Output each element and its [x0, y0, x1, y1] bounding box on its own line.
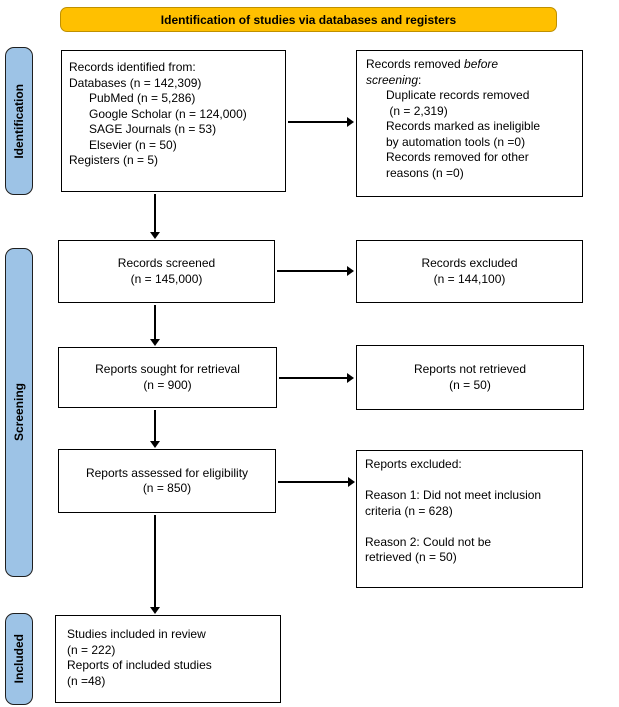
box-reports-sought-line: Reports sought for retrieval	[95, 362, 240, 376]
box-reports-assessed-line: Reports assessed for eligibility	[85, 465, 249, 480]
box-records-screened: Records screened (n = 145,000)	[58, 240, 275, 303]
box-records-excluded-line: Records excluded	[421, 256, 518, 270]
box-records-removed-line: by automation tools (n =0)	[386, 134, 526, 149]
box-reports-excluded-line: Reports excluded:	[365, 457, 462, 471]
box-reports-not-retrieved-count: (n = 50)	[449, 377, 491, 392]
arrow-screened-to-excluded	[277, 266, 354, 276]
stage-label-included: Included	[5, 613, 33, 705]
arrow-identified-to-removed	[288, 117, 354, 127]
arrow-assessed-to-included	[150, 515, 160, 614]
box-records-identified-line: Records identified from:	[69, 60, 196, 74]
box-records-removed-line: (n = 2,319)	[386, 103, 448, 118]
box-records-identified-line: PubMed (n = 5,286)	[89, 91, 196, 105]
box-records-identified-line: Elsevier (n = 50)	[89, 137, 177, 152]
arrow-assessed-to-reports-excluded	[278, 477, 355, 487]
box-records-excluded-count: (n = 144,100)	[433, 271, 506, 286]
records-removed-italic: screening	[366, 72, 419, 87]
banner: Identification of studies via databases …	[60, 7, 557, 32]
box-studies-included-count: (n = 222)	[67, 642, 116, 657]
box-records-removed-title-line1: Records removed before	[366, 57, 577, 73]
box-records-screened-count: (n = 145,000)	[130, 271, 203, 286]
box-records-identified: Records identified from: Databases (n = …	[61, 50, 286, 192]
box-records-screened-line: Records screened	[117, 256, 216, 270]
records-removed-text: :	[418, 72, 422, 87]
box-records-identified-line: SAGE Journals (n = 53)	[89, 122, 217, 136]
box-records-removed-line: reasons (n =0)	[386, 165, 464, 180]
box-reports-excluded-line	[365, 519, 577, 535]
box-reports-sought: Reports sought for retrieval (n = 900)	[58, 347, 277, 408]
box-records-removed-title-line2: screening:	[366, 73, 577, 89]
box-studies-included-count: (n =48)	[67, 673, 106, 688]
box-studies-included: Studies included in review (n = 222) Rep…	[55, 615, 281, 703]
box-reports-assessed-count: (n = 850)	[142, 481, 192, 495]
box-reports-assessed: Reports assessed for eligibility (n = 85…	[58, 449, 276, 513]
box-reports-excluded-line	[365, 473, 577, 489]
box-studies-included-line: Reports of included studies	[67, 658, 212, 672]
stage-label-identification: Identification	[5, 47, 33, 195]
box-records-identified-line: Databases (n = 142,309)	[69, 75, 202, 90]
box-records-excluded: Records excluded (n = 144,100)	[356, 240, 583, 303]
box-records-identified-line: Google Scholar (n = 124,000)	[89, 106, 247, 121]
box-records-removed-line: Records marked as ineligible	[386, 119, 541, 133]
box-records-removed-line: Records removed for other	[386, 150, 529, 164]
box-reports-excluded-line: Reason 1: Did not meet inclusion	[365, 488, 542, 502]
stage-label-screening-text: Screening	[12, 383, 26, 442]
box-reports-excluded-line: retrieved (n = 50)	[365, 550, 457, 564]
box-reports-not-retrieved: Reports not retrieved (n = 50)	[356, 345, 584, 410]
box-reports-excluded: Reports excluded: Reason 1: Did not meet…	[356, 450, 583, 588]
banner-title: Identification of studies via databases …	[160, 12, 457, 27]
records-removed-text: Records removed	[366, 57, 465, 71]
arrow-sought-to-not-retrieved	[279, 373, 354, 383]
box-reports-sought-count: (n = 900)	[143, 377, 192, 392]
arrow-sought-to-assessed	[150, 410, 160, 448]
stage-label-screening: Screening	[5, 248, 33, 577]
box-records-removed-line: Duplicate records removed	[386, 88, 530, 102]
box-reports-excluded-line: Reason 2: Could not be	[365, 534, 492, 549]
box-records-removed: Records removed before screening: Duplic…	[356, 50, 583, 197]
stage-label-included-text: Included	[12, 634, 26, 684]
box-studies-included-line: Studies included in review	[67, 627, 206, 641]
records-removed-italic: before	[464, 57, 499, 71]
arrow-identified-to-screened	[150, 194, 160, 239]
box-records-identified-line: Registers (n = 5)	[69, 153, 159, 167]
arrow-screened-to-sought	[150, 305, 160, 346]
stage-label-identification-text: Identification	[12, 83, 26, 159]
box-reports-not-retrieved-line: Reports not retrieved	[413, 362, 527, 376]
box-reports-excluded-line: criteria (n = 628)	[365, 503, 453, 518]
